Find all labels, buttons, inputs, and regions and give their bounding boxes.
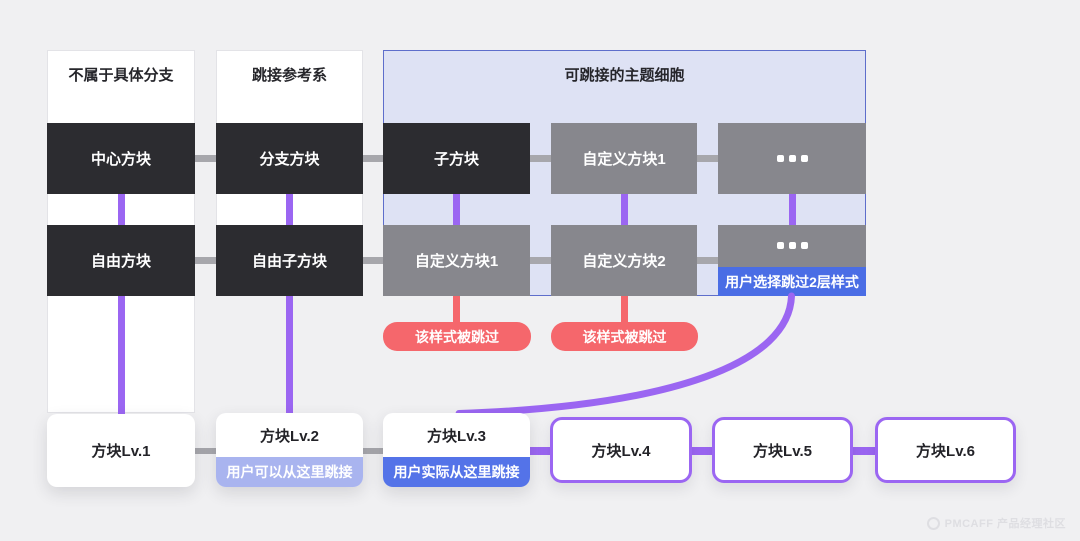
connector — [697, 155, 718, 162]
card-label: 方块Lv.4 — [591, 442, 651, 460]
skipped-style-note: 该样式被跳过 — [383, 322, 531, 351]
jump-possible-badge: 用户可以从这里跳接 — [216, 457, 363, 487]
connector — [363, 448, 383, 454]
node-more-blocks-top — [718, 123, 866, 194]
connector — [697, 257, 718, 264]
connector — [530, 257, 551, 264]
card-block-lv3: 方块Lv.3 用户实际从这里跳接 — [383, 413, 530, 487]
connector — [530, 155, 551, 162]
connector — [195, 448, 216, 454]
connector — [118, 296, 125, 415]
watermark: PMCAFF 产品经理社区 — [926, 515, 1066, 531]
node-custom-block2: 自定义方块2 — [551, 225, 697, 296]
jump-actual-badge: 用户实际从这里跳接 — [383, 457, 530, 487]
card-label: 方块Lv.1 — [91, 443, 151, 460]
node-free-block: 自由方块 — [47, 225, 195, 296]
connector — [621, 296, 628, 322]
node-center-block: 中心方块 — [47, 123, 195, 194]
connector — [852, 447, 876, 455]
card-label: 方块Lv.5 — [753, 442, 812, 460]
node-child-block: 子方块 — [383, 123, 530, 194]
connector — [453, 194, 460, 225]
card-label: 方块Lv.2 — [260, 427, 319, 445]
card-block-lv5: 方块Lv.5 — [712, 417, 853, 483]
card-label: 方块Lv.6 — [916, 442, 975, 460]
connector — [789, 194, 796, 225]
node-branch-block: 分支方块 — [216, 123, 363, 194]
node-more-blocks-bottom: 用户选择跳过2层样式 — [718, 225, 866, 296]
connector — [621, 194, 628, 225]
pmcaff-logo-icon — [926, 516, 940, 530]
skip-2-levels-badge: 用户选择跳过2层样式 — [718, 267, 866, 296]
column-title-jump-reference: 跳接参考系 — [251, 67, 327, 84]
connector — [286, 296, 293, 413]
connector — [530, 447, 551, 455]
node-free-child-block: 自由子方块 — [216, 225, 363, 296]
connector — [195, 257, 216, 264]
card-block-lv4: 方块Lv.4 — [550, 417, 692, 483]
connector — [453, 296, 460, 322]
connector — [195, 155, 216, 162]
connector — [286, 194, 293, 225]
card-block-lv1: 方块Lv.1 — [47, 414, 195, 487]
node-custom-block1-top: 自定义方块1 — [551, 123, 697, 194]
ellipsis-icon — [776, 242, 808, 249]
card-block-lv2: 方块Lv.2 用户可以从这里跳接 — [216, 413, 363, 487]
watermark-text: PMCAFF 产品经理社区 — [944, 518, 1066, 530]
node-custom-block1: 自定义方块1 — [383, 225, 530, 296]
connector — [118, 194, 125, 225]
column-title-no-branch: 不属于具体分支 — [68, 67, 174, 84]
connector — [691, 447, 713, 455]
theme-box-title: 可跳接的主题细胞 — [564, 67, 685, 84]
connector — [363, 257, 383, 264]
ellipsis-icon — [776, 155, 808, 162]
card-label: 方块Lv.3 — [427, 427, 486, 445]
card-block-lv6: 方块Lv.6 — [875, 417, 1016, 483]
skipped-style-note: 该样式被跳过 — [551, 322, 698, 351]
connector — [363, 155, 383, 162]
